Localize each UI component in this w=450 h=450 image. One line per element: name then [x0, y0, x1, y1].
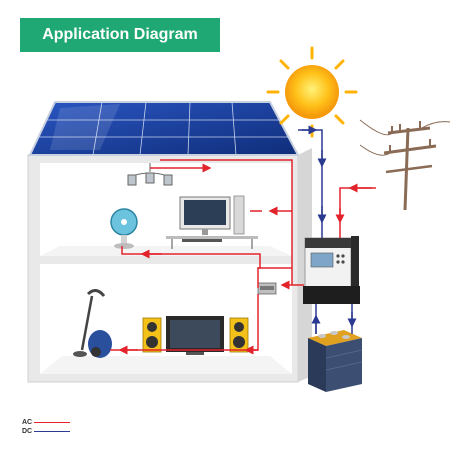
legend-ac-label: AC [22, 419, 33, 426]
dc-wiring [298, 125, 357, 334]
television-icon [166, 316, 224, 355]
fan-icon [110, 208, 138, 249]
legend-ac-line [34, 421, 70, 424]
diagram-title: Application Diagram [42, 26, 198, 43]
distribution-box-icon [257, 282, 277, 295]
utility-pole-icon [359, 119, 450, 211]
legend-ac: AC [22, 418, 70, 427]
hybrid-inverter [303, 236, 360, 304]
legend-dc: DC [22, 427, 70, 436]
sun-icon [266, 46, 358, 138]
ac-wiring [110, 159, 376, 355]
solar-panel [28, 101, 300, 156]
legend-dc-line [34, 430, 70, 433]
left-speaker-icon [142, 317, 162, 353]
right-speaker-icon [229, 317, 249, 353]
ceiling-lamp-icon [127, 163, 173, 186]
legend-dc-label: DC [22, 428, 33, 435]
diagram-title-banner: Application Diagram [20, 18, 220, 52]
battery-icon [308, 330, 363, 392]
legend: AC DC [22, 418, 70, 436]
vacuum-cleaner-icon [73, 289, 112, 358]
computer-icon [166, 195, 258, 249]
